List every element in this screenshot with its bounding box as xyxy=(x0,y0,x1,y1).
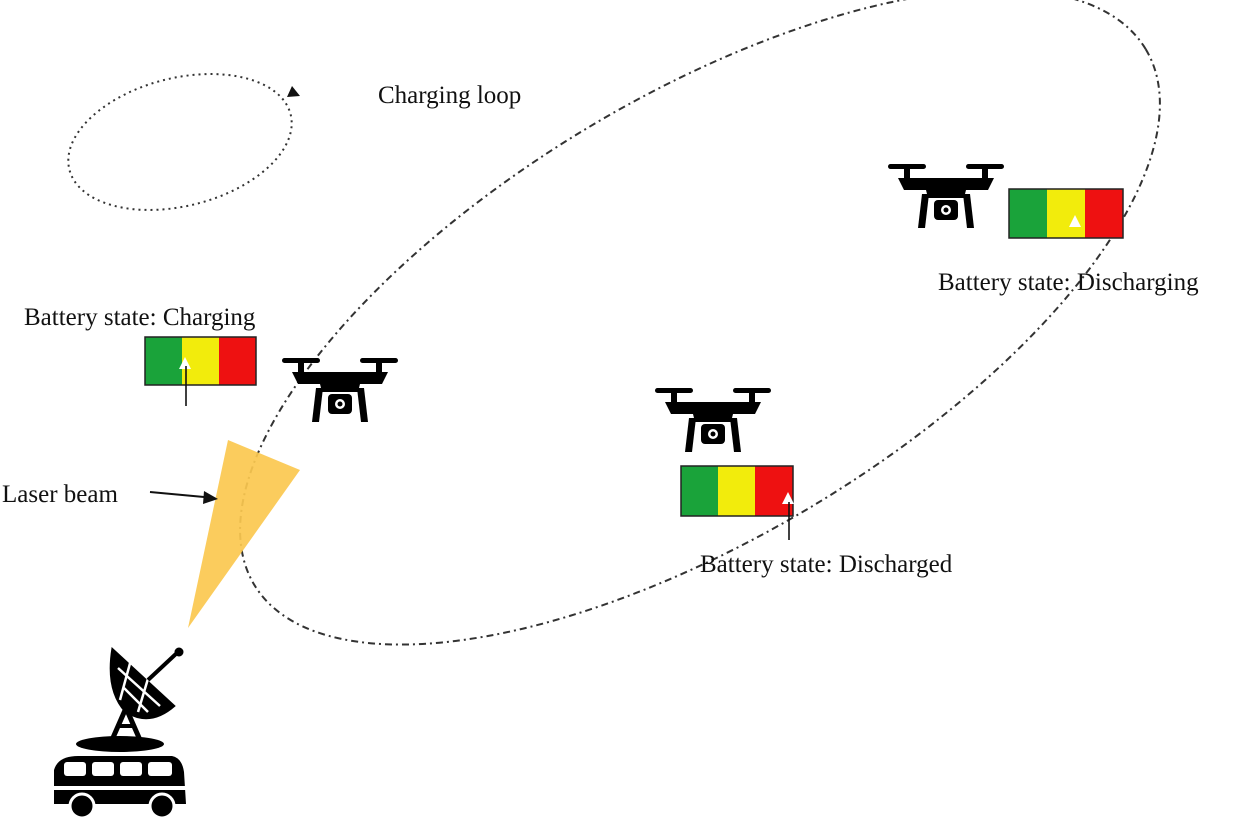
battery-segment-green xyxy=(681,466,718,516)
battery-segment-green xyxy=(145,337,182,385)
charging-loop-path xyxy=(67,73,293,211)
battery-segment-red xyxy=(219,337,256,385)
battery-segment-green xyxy=(1009,189,1047,238)
laser-beam-arrowhead xyxy=(203,491,218,504)
battery-indicator-discharging xyxy=(1008,188,1124,239)
van-icon xyxy=(54,736,186,820)
laser-beam-label: Laser beam xyxy=(2,481,118,508)
battery-indicator-charging xyxy=(144,336,257,406)
battery-indicator-discharged xyxy=(680,465,794,540)
battery-state-discharging-label: Battery state: Discharging xyxy=(938,269,1199,296)
satellite-dish-icon xyxy=(109,647,184,742)
flight-loop xyxy=(239,0,1161,646)
battery-segment-yellow xyxy=(182,337,219,385)
battery-segment-yellow xyxy=(1047,189,1085,238)
battery-segment-yellow xyxy=(718,466,755,516)
battery-segment-red xyxy=(1085,189,1123,238)
charging-loop-label: Charging loop xyxy=(378,82,522,109)
battery-state-charging-label: Battery state: Charging xyxy=(24,304,256,331)
drone-icon xyxy=(282,358,398,422)
battery-state-discharged-label: Battery state: Discharged xyxy=(700,551,953,578)
drone-icon xyxy=(888,164,1004,228)
drone-icon xyxy=(655,388,771,452)
laser-beam-shape xyxy=(188,440,300,628)
battery-segment-red xyxy=(755,466,793,516)
laser-beam-pointer xyxy=(149,491,205,498)
charging-loop-arrowhead xyxy=(287,86,300,97)
